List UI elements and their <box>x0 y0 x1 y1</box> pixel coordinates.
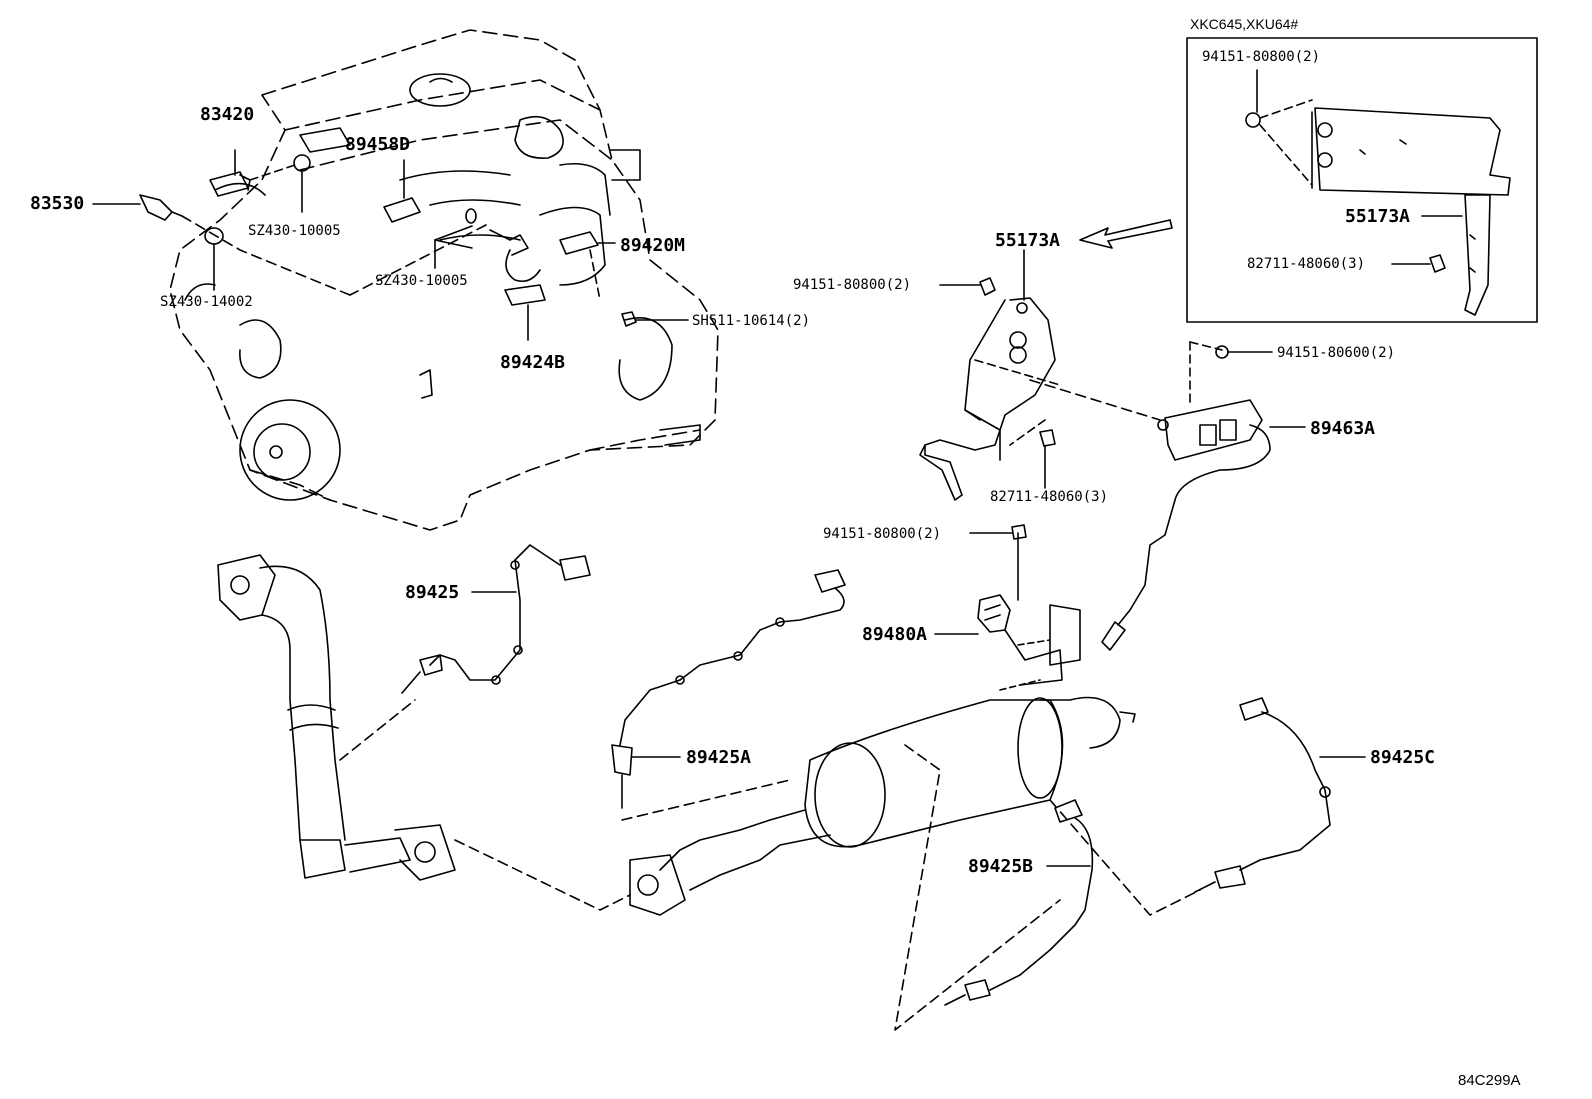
sensor-89420m <box>559 231 616 301</box>
label-sz430-10005-a: SZ430-10005 <box>248 223 341 239</box>
label-89420m: 89420M <box>620 235 686 256</box>
catalytic-converter <box>454 679 1201 1031</box>
label-89480a: 89480A <box>862 624 928 645</box>
sensor-83530 <box>139 194 183 221</box>
inset-variant-note: XKC645,XKU64# <box>1190 16 1299 32</box>
label-83420: 83420 <box>200 104 255 125</box>
inset-label-bolt: 82711-48060(3) <box>1247 256 1366 272</box>
exhaust-front-pipe <box>217 554 456 881</box>
sensor-89425b <box>944 799 1094 1006</box>
label-89424b: 89424B <box>500 352 566 373</box>
leader-lines-engine <box>92 203 473 296</box>
inset-label-bracket: 55173A <box>1345 206 1411 227</box>
label-89425c: 89425C <box>1370 747 1436 768</box>
inset-label-nut: 94151-80800(2) <box>1202 49 1321 65</box>
sensor-89425c <box>1194 697 1366 893</box>
label-94151-80600: 94151-80600(2) <box>1277 345 1396 361</box>
inset-box <box>1186 37 1538 323</box>
label-94151-80800-a: 94151-80800(2) <box>793 277 912 293</box>
label-55173a: 55173A <box>995 230 1061 251</box>
label-89425b: 89425B <box>968 856 1034 877</box>
label-89458d: 89458D <box>345 134 411 155</box>
gasket-sz430-14002 <box>204 227 224 291</box>
sensor-89458d <box>383 159 477 224</box>
module-89463a <box>1101 341 1306 651</box>
bolt-sh511 <box>621 311 689 327</box>
reference-arrow <box>1079 219 1173 249</box>
label-sz430-10005-b: SZ430-10005 <box>375 273 468 289</box>
label-89425: 89425 <box>405 582 460 603</box>
label-sz430-14002: SZ430-14002 <box>160 294 253 310</box>
label-sh511-10614: SH511-10614(2) <box>692 313 811 329</box>
label-89463a: 89463A <box>1310 418 1376 439</box>
sensor-89480a <box>934 524 1081 686</box>
label-94151-80800-b: 94151-80800(2) <box>823 526 942 542</box>
bracket-55173a <box>919 249 1161 501</box>
sensor-89425a <box>611 569 846 821</box>
gasket-sz430-10005-a <box>249 154 311 213</box>
label-83530: 83530 <box>30 193 85 214</box>
engine-block-outline <box>169 29 719 531</box>
label-82711-48060: 82711-48060(3) <box>990 489 1109 505</box>
label-89425a: 89425A <box>686 747 752 768</box>
diagram-reference-code: 84C299A <box>1458 1072 1521 1089</box>
sensor-89425 <box>401 544 591 694</box>
sensor-89424b <box>349 224 546 341</box>
